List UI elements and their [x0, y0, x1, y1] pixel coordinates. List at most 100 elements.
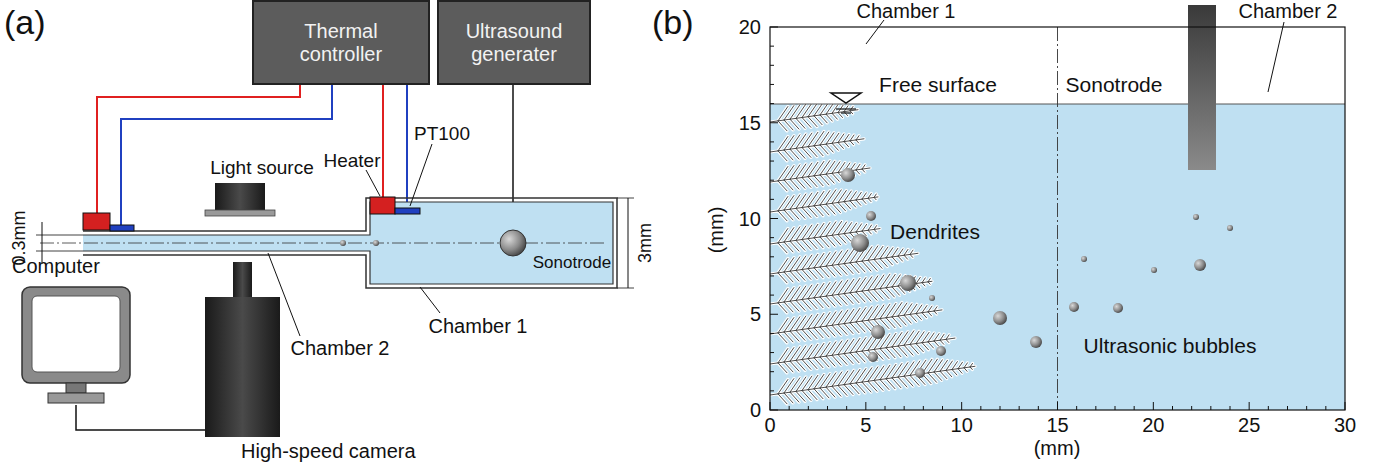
heater-block	[83, 213, 110, 230]
tick-label: 0	[750, 399, 761, 421]
dimension-tick	[617, 198, 634, 199]
free-surface-symbol	[831, 93, 861, 103]
y-tick	[770, 84, 774, 85]
free-surface-symbol	[836, 108, 856, 109]
dendrite-arm	[770, 221, 880, 252]
x-tick	[923, 406, 924, 410]
y-tick	[770, 46, 774, 47]
bubble	[936, 346, 946, 356]
controller-box: Thermal controller	[252, 0, 430, 85]
x-tick	[1038, 406, 1039, 410]
x-tick	[1076, 406, 1077, 410]
y-tick	[770, 390, 774, 391]
y-tick	[770, 333, 774, 334]
text-label: Free surface	[879, 73, 997, 96]
bubble	[1193, 214, 1199, 220]
tick-label: 30	[1334, 414, 1356, 436]
dendrite-arm	[770, 161, 870, 191]
y-tick	[770, 295, 774, 296]
generator-box: Ultrasound generater	[437, 0, 591, 85]
axis-ticks	[770, 27, 1345, 410]
tick-label: 25	[1238, 414, 1260, 436]
leader-line	[420, 287, 440, 313]
text-label: Ultrasonic bubbles	[1082, 334, 1259, 357]
node-label: High-speed camera	[241, 440, 416, 463]
tick-label: 5	[860, 414, 871, 436]
x-tick	[1019, 406, 1020, 410]
dimension-tick	[617, 288, 634, 289]
x-tick	[1249, 402, 1250, 410]
dendrite-arm	[770, 359, 975, 404]
x-tick	[846, 406, 847, 410]
x-tick	[1306, 406, 1307, 410]
pt100-sensor	[110, 225, 134, 231]
bubble	[1227, 225, 1233, 231]
x-tick	[1268, 406, 1269, 410]
symmetry-line	[1057, 27, 1058, 410]
x-tick	[1210, 406, 1211, 410]
tick-label: 10	[739, 208, 761, 230]
heater-wire	[382, 85, 384, 198]
text-label: Heater	[323, 151, 380, 172]
bubble	[1081, 256, 1087, 262]
text-label: Sonotrode	[1066, 73, 1163, 96]
dendrites	[770, 104, 975, 404]
bubble	[866, 211, 876, 221]
dendrite-arm	[770, 359, 975, 404]
y-tick	[770, 218, 778, 219]
leader-line	[866, 20, 884, 44]
x-tick	[1153, 402, 1154, 410]
light-plate	[205, 210, 275, 216]
x-tick	[770, 402, 771, 410]
bubble	[993, 311, 1007, 325]
x-tick	[1057, 402, 1058, 410]
bubble	[340, 240, 346, 246]
sensor-wire	[406, 85, 408, 209]
node-label: Ultrasound generater	[447, 20, 581, 66]
y-tick	[770, 141, 774, 142]
text-label: (mm)	[1034, 437, 1081, 459]
text-label: Light source	[210, 158, 314, 179]
y-tick	[770, 352, 774, 353]
heater-wire	[97, 85, 300, 213]
x-tick	[1172, 406, 1173, 410]
plot-frame	[770, 27, 1345, 410]
y-tick	[770, 27, 778, 28]
light-source	[215, 183, 265, 210]
dimension-line	[628, 198, 629, 288]
x-tick	[808, 406, 809, 410]
monitor-stand	[66, 383, 86, 393]
text-label: (b)	[652, 4, 694, 41]
bubble	[1030, 336, 1042, 348]
monitor-base	[48, 393, 104, 403]
x-tick	[1134, 406, 1135, 410]
monitor-screen	[32, 296, 120, 372]
text-label: Chamber 2	[291, 337, 390, 359]
computer-monitor: Computer	[20, 285, 132, 405]
bubble	[1194, 259, 1206, 271]
x-tick	[904, 406, 905, 410]
camera-body	[205, 297, 280, 437]
dimension-tick	[36, 235, 83, 236]
high-speed-camera: High-speed camera	[205, 262, 280, 437]
x-tick	[789, 406, 790, 410]
leader-line	[1268, 22, 1284, 92]
bubble	[871, 325, 885, 339]
y-tick	[770, 65, 774, 66]
y-tick	[770, 199, 774, 200]
dendrite-arm	[770, 104, 858, 131]
y-tick	[770, 237, 774, 238]
bubble	[373, 240, 379, 246]
x-tick	[1345, 402, 1346, 410]
x-tick	[942, 406, 943, 410]
text-label: Dendrites	[888, 220, 982, 243]
sonotrode-tip	[500, 230, 526, 256]
x-tick	[885, 406, 886, 410]
x-tick	[1000, 406, 1001, 410]
bubble	[1151, 267, 1157, 273]
y-tick	[770, 410, 778, 411]
sensor-wire	[121, 85, 332, 226]
tick-label: 15	[1046, 414, 1068, 436]
free-surface-symbol	[841, 112, 851, 113]
node-label: Thermal controller	[262, 20, 420, 66]
